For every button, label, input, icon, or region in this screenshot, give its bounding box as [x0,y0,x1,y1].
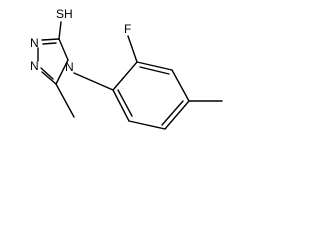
bond-c5-methyl [55,83,75,118]
fluorine-label: F [124,22,131,36]
bond-c5-n1-double [40,67,54,80]
bond-ar-4-5-double [161,100,184,126]
bond-n4-c5 [55,59,69,85]
ring-nitrogen-substituted-label: N [65,60,74,74]
ring-nitrogen-bottom-label: N [30,59,39,73]
bond-ar-1-2 [112,61,138,91]
bond-c3-s [58,21,62,40]
bond-ar-2-3 [136,61,173,71]
bond-n2-c3-double [42,42,57,45]
bond-ar-fluorine [127,35,138,63]
ring-nitrogen-top-label: N [30,36,39,50]
bond-ar-6-1 [112,89,130,122]
bond-ar-4-5 [164,100,190,130]
bond-ar-6-1-double [117,89,133,117]
bond-c5-n1 [41,71,57,85]
bond-ar-2-3-double [139,66,170,75]
bond-ar-5-6 [128,120,166,130]
chemical-structure: SH N N N F [30,7,223,130]
bond-n2-c3 [41,38,60,41]
bond-c3-n4 [58,38,69,61]
bond-n4-phenyl [73,72,114,91]
bond-ar-3-4 [171,69,190,102]
thiol-label: SH [56,7,73,21]
